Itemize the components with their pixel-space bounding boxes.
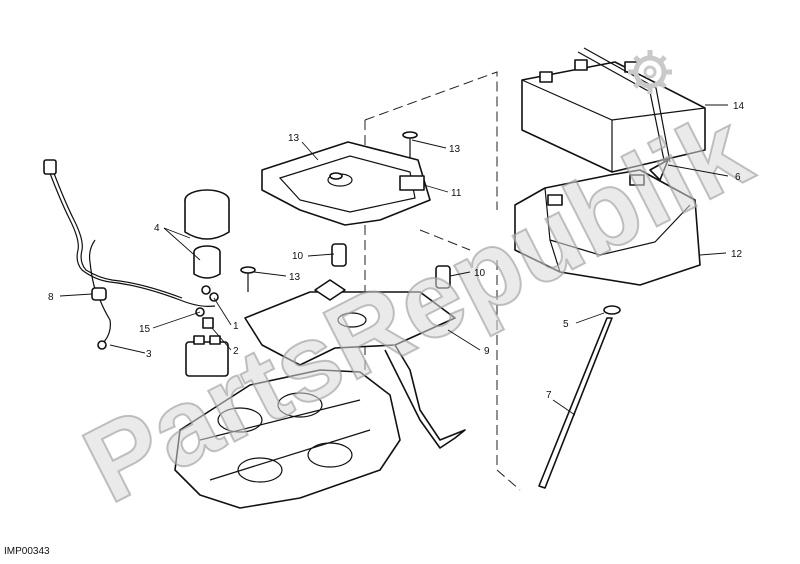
callout-1: 1 <box>233 321 239 332</box>
callout-13b: 13 <box>449 144 461 155</box>
callout-12: 12 <box>731 249 743 260</box>
callout-8: 8 <box>48 292 54 303</box>
callout-9: 9 <box>484 346 490 357</box>
callout-13c: 13 <box>289 272 301 283</box>
callout-13a: 13 <box>288 133 300 144</box>
callout-10a: 10 <box>292 251 304 262</box>
wiring-harness <box>43 159 216 350</box>
callout-14: 14 <box>733 101 745 112</box>
callout-15: 15 <box>139 324 151 335</box>
callout-11: 11 <box>451 188 462 199</box>
callout-5: 5 <box>563 319 569 330</box>
reference-code: IMP00343 <box>4 546 50 557</box>
battery <box>521 47 706 173</box>
callout-3: 3 <box>146 349 152 360</box>
callout-6: 6 <box>735 172 741 183</box>
watermark: PartsRepublik <box>66 88 769 526</box>
callout-labels: 1 2 3 4 5 6 7 8 9 10 10 11 12 13 13 13 1… <box>48 101 745 401</box>
callout-4: 4 <box>154 223 160 234</box>
callout-7: 7 <box>546 390 552 401</box>
vent-hose <box>538 305 621 489</box>
battery-box <box>514 159 701 286</box>
battery-bracket <box>244 279 466 449</box>
leader-lines <box>59 104 729 416</box>
gear-icon <box>628 50 672 94</box>
fuse-holder-assembly <box>184 189 230 377</box>
screws-spacers <box>240 131 451 292</box>
callout-2: 2 <box>233 346 239 357</box>
upper-battery-tray <box>261 141 431 226</box>
callout-10b: 10 <box>474 268 486 279</box>
engine-cylinder-head <box>174 369 401 509</box>
